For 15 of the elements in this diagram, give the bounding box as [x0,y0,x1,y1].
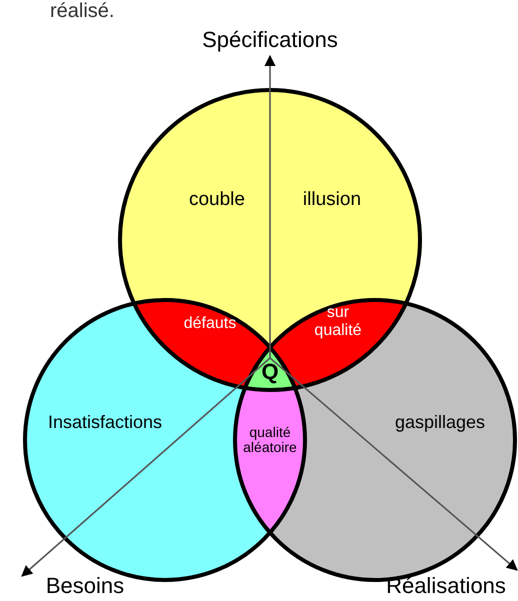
note-text: réalisé. [50,0,114,23]
axis-label: Spécifications [201,28,339,52]
region-label: défauts [182,315,238,333]
region-label: illusion [302,190,362,210]
region-label: qualité aléatoire [242,424,298,456]
axis-arrow [269,357,518,571]
axis-label: Besoins [44,574,126,598]
axis-arrow [264,54,276,358]
axis-arrow [21,357,271,577]
region-label: Q [260,360,280,384]
region-label: sur qualité [313,304,363,340]
axis-label: Réalisations [385,574,507,598]
region-label: gaspillages [394,413,486,433]
region-label: couble [188,190,245,210]
region-label: Insatisfactions [46,413,164,433]
